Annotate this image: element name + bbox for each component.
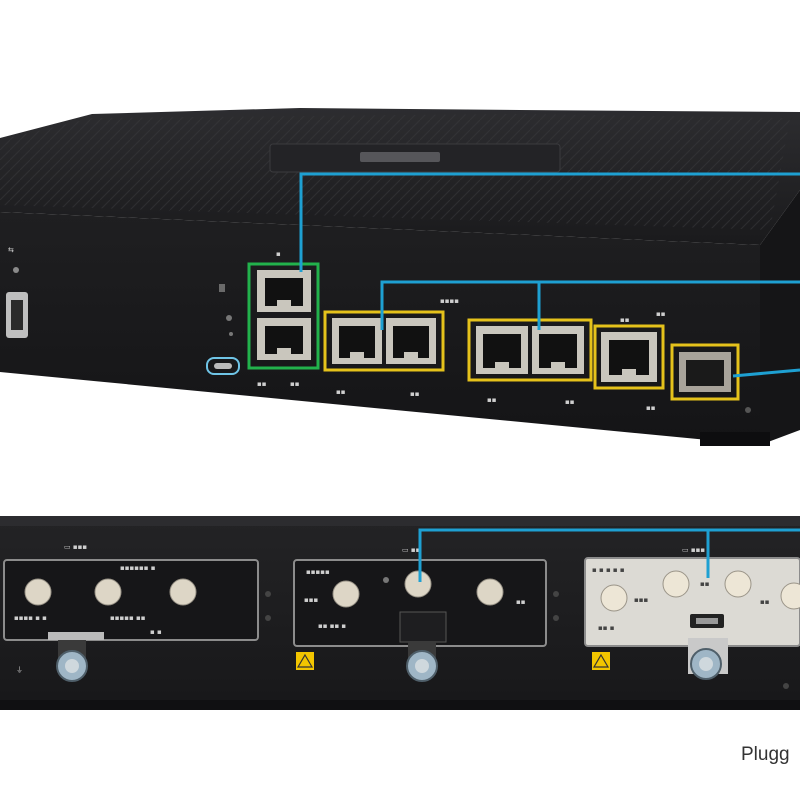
ethernet-port-icon [332, 318, 382, 364]
rf-connector-icon [724, 570, 752, 598]
silkscreen-mark: ▪▪ [257, 380, 267, 388]
ground-symbol: ⏚ [16, 666, 23, 674]
grounding-screw-icon [56, 640, 88, 682]
silkscreen-mark: ▪▪▪▪ [440, 297, 459, 305]
rf-connector-icon [24, 578, 52, 606]
rf-connector-icon [600, 584, 628, 612]
image-caption: Plugg [741, 744, 790, 765]
rf-connector-icon [332, 580, 360, 608]
router-side [760, 190, 800, 445]
usb-port-icon [6, 292, 28, 338]
pluggable-module: ▪ ▪ ▪ ▪ ▪ ▪▪▪ ▪▪ ▪▪ ▪▪ ▪ [584, 557, 800, 647]
module-label: ▭ ▪▪ [402, 546, 421, 554]
grounding-screw-icon [688, 638, 728, 680]
usb-symbol: ⇆ [8, 246, 14, 254]
silkscreen-mark: ▪▪ [656, 310, 666, 318]
rf-connector-icon [662, 570, 690, 598]
module-silkscreen: ▪ ▪ ▪ ▪ ▪ [592, 566, 625, 574]
top-router: ⇆ [0, 108, 800, 446]
callout-line [418, 528, 800, 582]
sfp-port-icon [679, 352, 731, 392]
yellow-port-highlight [670, 343, 740, 401]
screw-icon [783, 683, 789, 689]
module-silkscreen: ▪▪▪▪▪ ▪▪ [110, 614, 146, 622]
rf-connector-icon [169, 578, 197, 606]
silkscreen-mark: ▪▪ [336, 388, 346, 396]
yellow-port-highlight [593, 324, 665, 390]
led-icon [229, 332, 233, 336]
warning-label-icon [592, 652, 610, 670]
ethernet-port-icon [476, 326, 528, 374]
silkscreen-mark: ▪▪ [565, 398, 575, 406]
silkscreen-mark: ▪▪ [646, 404, 656, 412]
reset-pin-icon [13, 267, 19, 273]
brand-logo-icon [360, 152, 440, 162]
pluggable-module: ▪▪▪▪▪▪ ▪ ▪▪▪▪ ▪ ▪ ▪▪▪▪▪ ▪▪ ▪ ▪ [3, 559, 259, 641]
screw-icon [265, 591, 271, 597]
green-port-highlight [247, 262, 320, 370]
usb-port-icon [690, 614, 724, 628]
module-silkscreen: ▪▪ ▪▪ ▪ [318, 622, 346, 630]
silkscreen-mark: ▪▪ [487, 396, 497, 404]
ethernet-port-icon [386, 318, 436, 364]
yellow-port-highlight [323, 310, 445, 372]
module-silkscreen: ▪ ▪ [150, 628, 162, 636]
silkscreen-mark: ▪▪ [410, 390, 420, 398]
screw-icon [745, 407, 751, 413]
ethernet-port-icon [532, 326, 584, 374]
module-silkscreen: ▪▪▪ [634, 596, 648, 604]
module-silkscreen: ▪▪▪▪▪ [306, 568, 330, 576]
screw-icon [553, 591, 559, 597]
module-silkscreen: ▪▪▪ [304, 596, 318, 604]
ethernet-port-icon [257, 318, 311, 360]
screw-icon [265, 615, 271, 621]
led-icon [383, 577, 389, 583]
module-silkscreen: ▪▪▪▪▪▪ ▪ [120, 564, 156, 572]
status-led-icon [219, 284, 225, 292]
silkscreen-mark: ▪▪ [620, 316, 630, 324]
rf-connector-icon [94, 578, 122, 606]
rear-panel-bottom-edge [0, 700, 800, 710]
bottom-router: ▭ ▪▪▪ ▭ ▪▪ ▭ ▪▪▪ ▪▪▪▪▪▪ ▪ ▪▪▪▪ ▪ ▪ ▪▪▪▪▪… [0, 516, 800, 710]
phone-led-icon [226, 315, 232, 321]
rf-connector-icon [780, 582, 800, 610]
grounding-screw-icon [406, 642, 438, 682]
silkscreen-mark: ▪▪ [290, 380, 300, 388]
rf-connector-icon [476, 578, 504, 606]
console-usb-c-port-icon [206, 357, 240, 375]
callout-lines [299, 172, 800, 378]
module-label: ▭ ▪▪▪ [682, 546, 705, 554]
module-silkscreen: ▪▪ [516, 598, 526, 606]
module-label: ▭ ▪▪▪ [64, 543, 87, 551]
module-silkscreen: ▪▪ ▪ [598, 624, 615, 632]
rf-connector-icon [404, 570, 432, 598]
screw-icon [553, 615, 559, 621]
yellow-port-highlight [467, 318, 593, 382]
router-foot [700, 432, 770, 446]
warning-label-icon [296, 652, 314, 670]
rear-panel-top-edge [0, 516, 800, 526]
ethernet-port-icon [257, 270, 311, 312]
pluggable-module: ▪▪▪▪▪ ▪▪▪ ▪▪ ▪▪ ▪ ▪▪ [293, 559, 547, 647]
module-silkscreen: ▪▪ [700, 580, 710, 588]
silkscreen-mark: ▪ [276, 250, 281, 258]
module-silkscreen: ▪▪ [760, 598, 770, 606]
module-silkscreen: ▪▪▪▪ ▪ ▪ [14, 614, 47, 622]
ethernet-port-icon [601, 332, 657, 382]
